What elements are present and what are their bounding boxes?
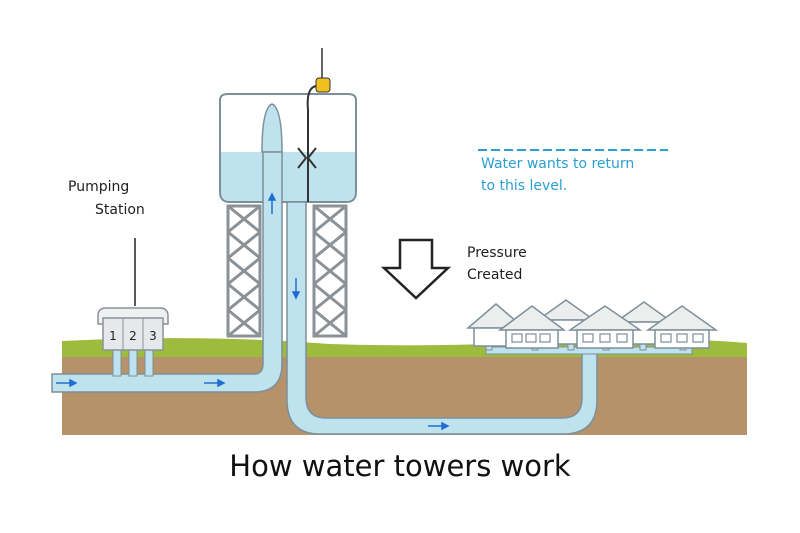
pumping-station-label-line2: Station [95, 202, 145, 218]
pump-pipe-1 [112, 347, 122, 377]
sensor-cable [306, 85, 317, 202]
pump-number: 1 [109, 329, 117, 343]
flow-arrow-icon [204, 378, 226, 388]
pump-number: 3 [149, 329, 157, 343]
inflow-spout [261, 103, 283, 153]
water-level-label-line1: Water wants to return [481, 156, 635, 172]
diagram-title: How water towers work [229, 449, 571, 483]
float-sensor-icon [315, 77, 331, 93]
pump-number: 2 [129, 329, 137, 343]
house-windows [511, 333, 704, 343]
flow-arrow-icon [56, 378, 78, 388]
tower-legs [226, 204, 348, 338]
supply-pipe [51, 151, 283, 393]
pump-pipe-2 [128, 347, 138, 377]
flow-arrow-icon [428, 421, 450, 431]
pumping-station [102, 317, 164, 351]
houses [465, 299, 719, 349]
pumping-station-label-line1: Pumping [68, 179, 130, 195]
down-arrow-icon [380, 238, 452, 300]
pump-pipe-3 [144, 347, 154, 377]
tank-water [221, 152, 355, 201]
water-level-label-line2: to this level. [481, 178, 568, 194]
float-bracket [297, 147, 317, 169]
pressure-label-line1: Pressure [467, 245, 527, 261]
flow-arrow-icon [291, 278, 301, 300]
pressure-label-line2: Created [467, 267, 523, 283]
flow-arrow-icon [267, 192, 277, 214]
